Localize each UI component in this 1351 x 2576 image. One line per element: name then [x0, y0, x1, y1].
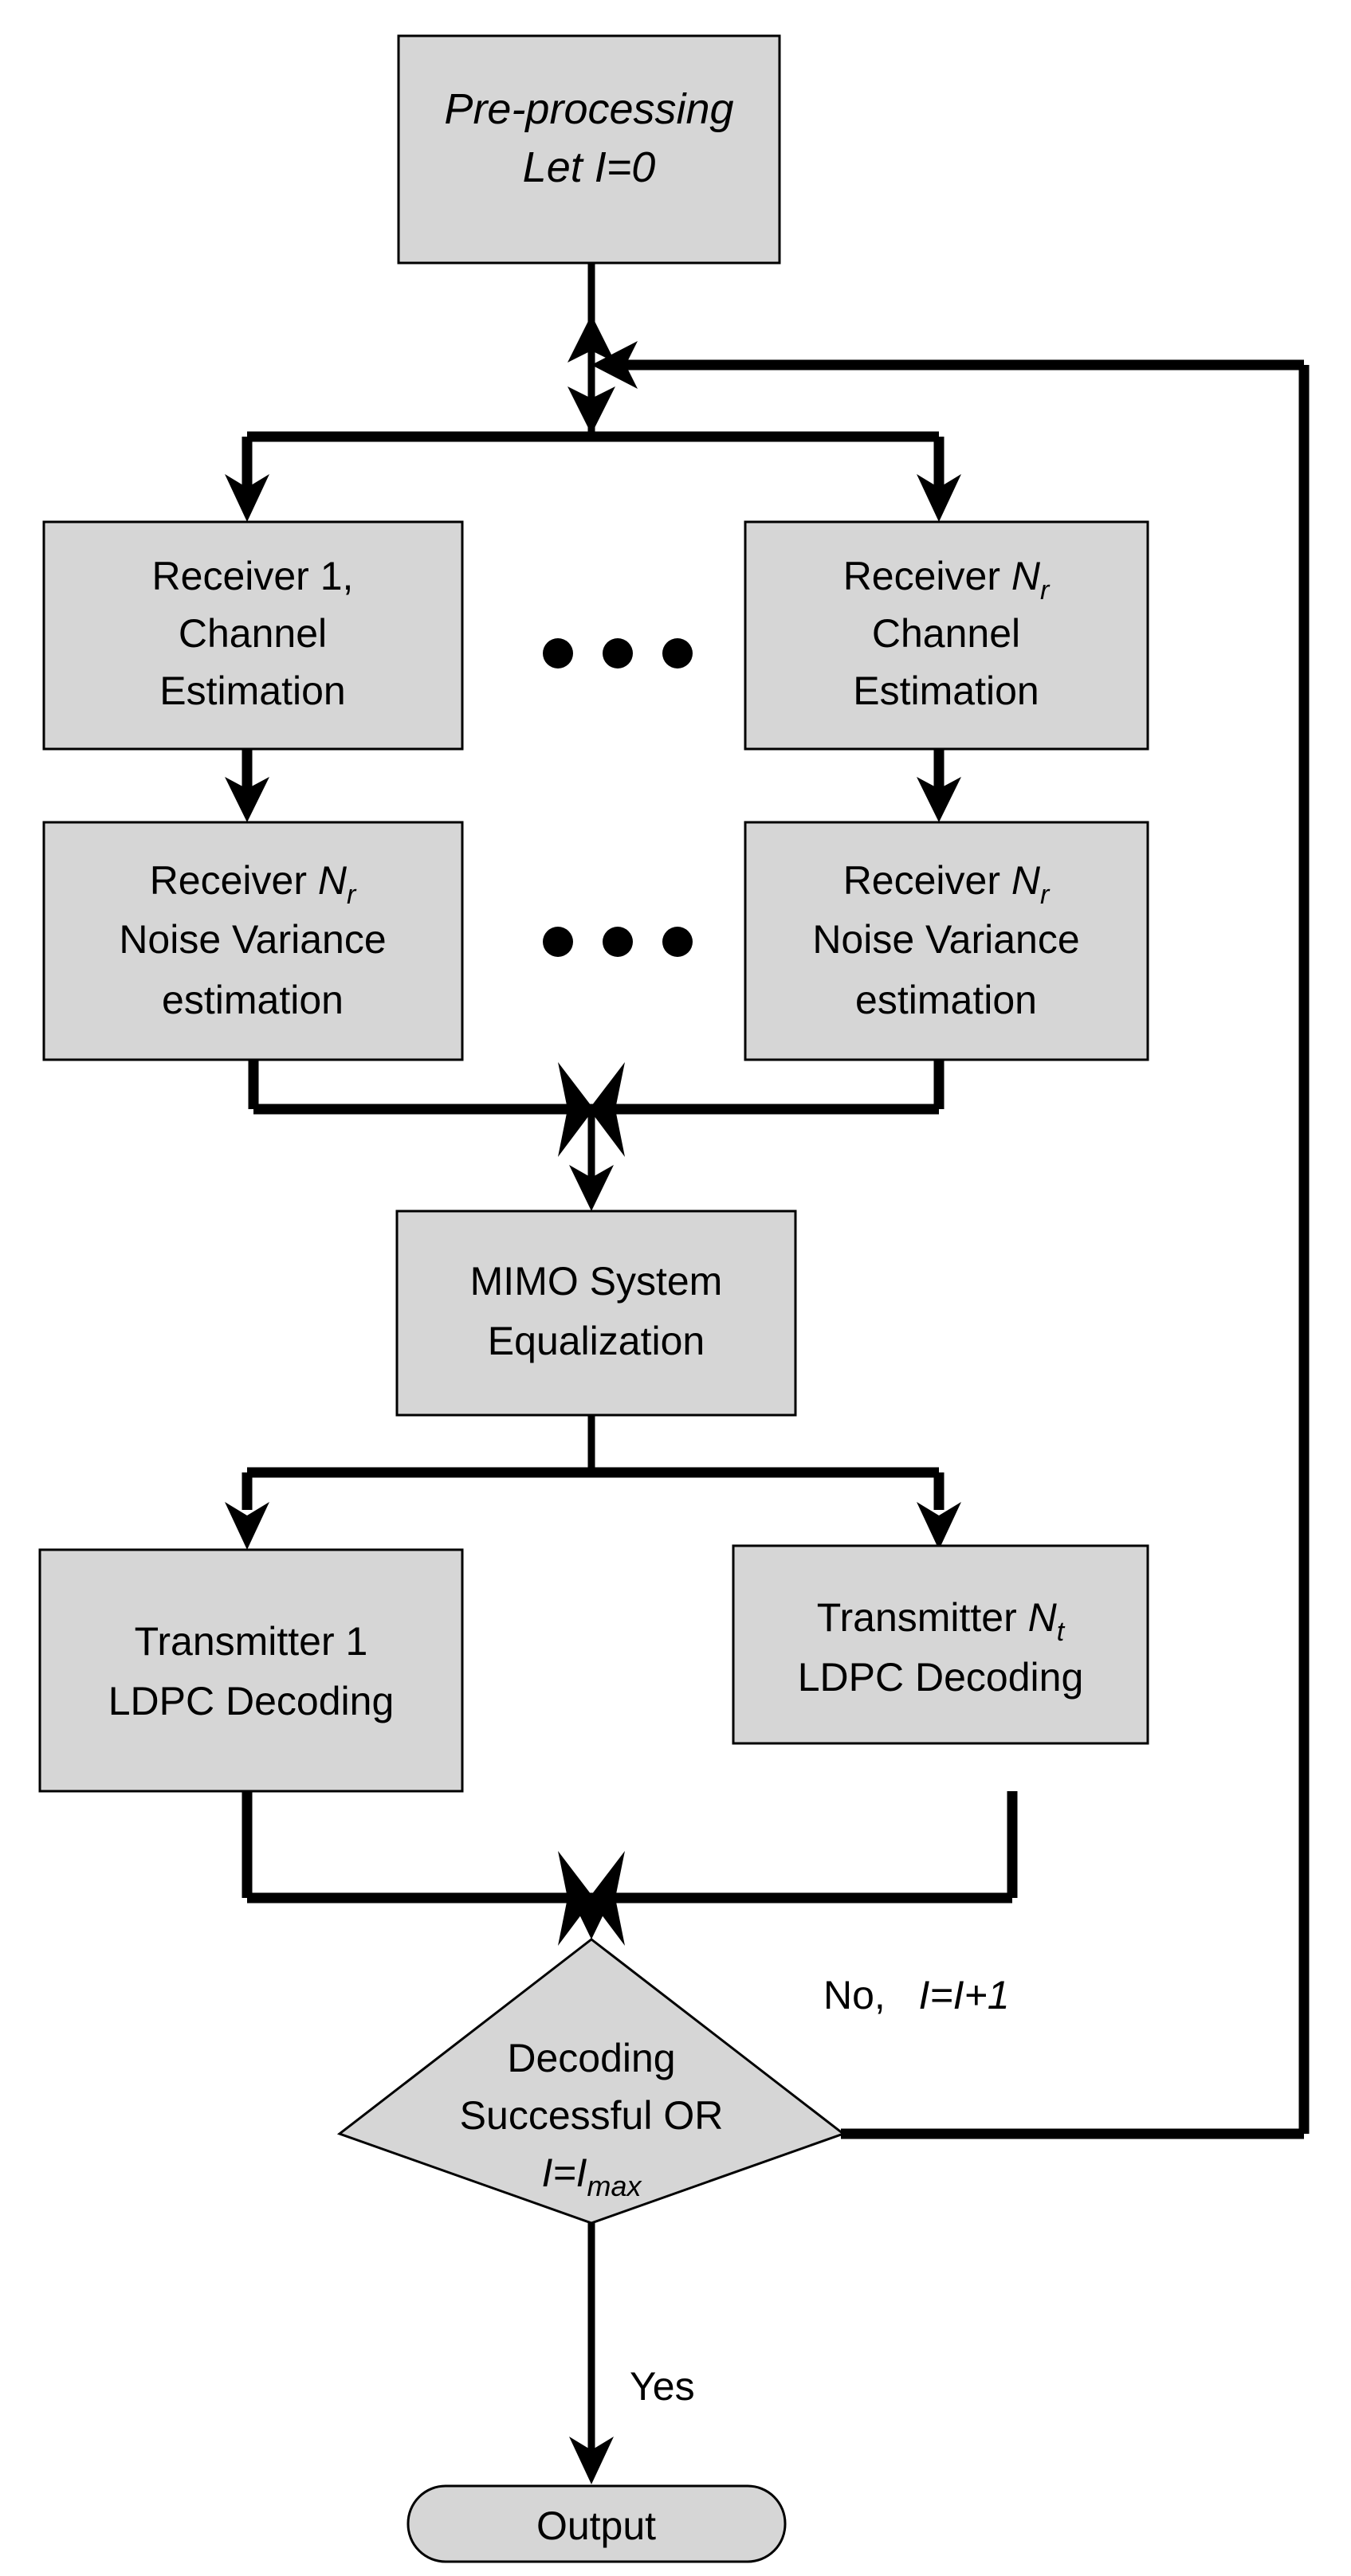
- node-preprocessing[interactable]: Pre-processing Let I=0: [397, 34, 781, 265]
- edge-noise-merge-to-mimo: [248, 1060, 945, 1211]
- arrowhead-right-merge-upper: [558, 1062, 594, 1157]
- transmitter-nt-line1: Transmitter Nt: [817, 1595, 1066, 1647]
- arrowhead-left-merge-upper: [589, 1062, 625, 1157]
- arrowhead-down-to-output: [569, 2437, 614, 2484]
- receiver-1-channel-box[interactable]: [42, 520, 464, 751]
- arrowhead-down-transmitter-right: [917, 1502, 961, 1550]
- noise-right-line1: Receiver Nr: [843, 858, 1051, 910]
- preprocessing-line2: Let I=0: [523, 143, 656, 191]
- transmitter-nt-line2: LDPC Decoding: [798, 1655, 1084, 1700]
- node-transmitter-1[interactable]: Transmitter 1 LDPC Decoding: [38, 1548, 464, 1793]
- mimo-line2: Equalization: [488, 1319, 705, 1363]
- yes-label: Yes: [630, 2364, 695, 2409]
- noise-left-line1: Receiver Nr: [150, 858, 357, 910]
- no-label: No, I=I+1: [823, 1973, 1010, 2017]
- decision-line1: Decoding: [507, 2036, 675, 2080]
- edge-label-no: No, I=I+1: [823, 1973, 1010, 2017]
- receiver-1-line3: Estimation: [159, 669, 345, 713]
- decision-diamond[interactable]: [336, 1938, 846, 2225]
- node-receiver-1-channel-estimation[interactable]: Receiver 1, Channel Estimation: [42, 520, 464, 751]
- arrowhead-down-noise-left: [225, 777, 269, 822]
- arrowhead-down-to-split: [567, 386, 615, 434]
- ellipsis-dot: [603, 927, 633, 957]
- arrowhead-down-receiver-right: [917, 474, 961, 522]
- receiver-nr-channel-box[interactable]: [744, 520, 1149, 751]
- edge-no-feedback-loop: [606, 359, 1310, 2139]
- ellipsis-dot: [662, 927, 693, 957]
- receiver-nr-line1: Receiver Nr: [843, 554, 1051, 606]
- node-receiver-nr-noise-left[interactable]: Receiver Nr Noise Variance estimation: [42, 821, 464, 1061]
- node-output[interactable]: Output: [406, 2484, 787, 2563]
- receiver-1-line1: Receiver 1,: [152, 554, 354, 598]
- preprocessing-box[interactable]: [397, 34, 781, 265]
- node-mimo-equalization[interactable]: MIMO System Equalization: [395, 1210, 797, 1417]
- receiver-1-line2: Channel: [179, 611, 327, 656]
- edge-channel-to-noise-left: [225, 749, 269, 822]
- edge-yes-to-output: [569, 2223, 614, 2484]
- receiver-nr-noise-left-box[interactable]: [42, 821, 464, 1061]
- receiver-nr-noise-right-box[interactable]: [744, 821, 1149, 1061]
- noise-right-line2: Noise Variance: [812, 917, 1079, 962]
- transmitter-1-box[interactable]: [38, 1548, 464, 1793]
- arrowhead-down-to-decision: [569, 1893, 614, 1939]
- node-decision[interactable]: Decoding Successful OR I=Imax: [336, 1938, 846, 2225]
- transmitter-1-line1: Transmitter 1: [135, 1619, 368, 1664]
- preprocessing-line1: Pre-processing: [444, 85, 733, 133]
- arrowhead-down-transmitter-left: [225, 1502, 269, 1550]
- ellipsis-dot: [543, 927, 573, 957]
- transmitter-1-line2: LDPC Decoding: [108, 1679, 395, 1723]
- receiver-nr-line3: Estimation: [853, 669, 1039, 713]
- decision-line3: I=Imax: [541, 2151, 642, 2202]
- receiver-nr-line2: Channel: [872, 611, 1020, 656]
- edge-mimo-to-transmitters: [225, 1414, 961, 1550]
- mimo-line1: MIMO System: [470, 1259, 723, 1304]
- edge-label-yes: Yes: [630, 2364, 695, 2409]
- arrowhead-down-to-mimo: [569, 1165, 614, 1211]
- mimo-box[interactable]: [395, 1210, 797, 1417]
- noise-left-line2: Noise Variance: [119, 917, 386, 962]
- node-receiver-nr-noise-right[interactable]: Receiver Nr Noise Variance estimation: [744, 821, 1149, 1061]
- ellipsis-row-1: [543, 638, 693, 669]
- arrowhead-down-noise-right: [917, 777, 961, 822]
- output-label: Output: [536, 2503, 656, 2548]
- noise-right-line3: estimation: [855, 978, 1037, 1022]
- edge-split-to-receivers: [225, 431, 961, 522]
- edge-preprocessing-to-split: [567, 263, 615, 434]
- transmitter-nt-box[interactable]: [732, 1544, 1149, 1745]
- node-receiver-nr-channel-estimation[interactable]: Receiver Nr Channel Estimation: [744, 520, 1149, 751]
- decision-line2: Successful OR: [460, 2093, 724, 2138]
- edge-transmitters-merge-to-decision: [242, 1791, 1018, 1946]
- arrowhead-down-receiver-left: [225, 474, 269, 522]
- output-pill[interactable]: [406, 2484, 787, 2563]
- ellipsis-dot: [543, 638, 573, 669]
- ellipsis-dot: [662, 638, 693, 669]
- ellipsis-dot: [603, 638, 633, 669]
- ellipsis-row-2: [543, 927, 693, 957]
- edge-channel-to-noise-right: [917, 749, 961, 822]
- node-transmitter-nt[interactable]: Transmitter Nt LDPC Decoding: [732, 1544, 1149, 1745]
- arrowhead-down-feedback-join: [567, 315, 615, 363]
- noise-left-line3: estimation: [162, 978, 344, 1022]
